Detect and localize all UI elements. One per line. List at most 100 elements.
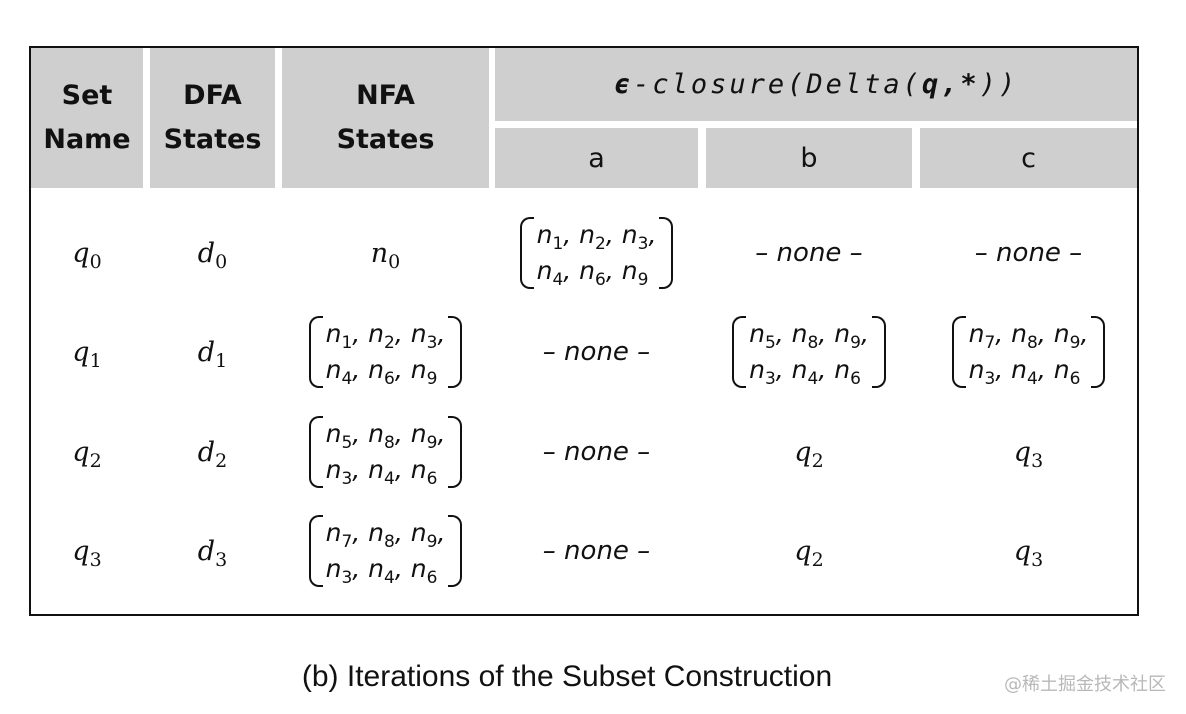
state-subscript: 6: [1069, 369, 1081, 389]
state-subscript: 4: [341, 369, 353, 389]
separator: ,: [352, 419, 369, 448]
left-brace: [308, 316, 323, 388]
math-symbol: q3: [1014, 536, 1043, 570]
state-subscript: 9: [1069, 333, 1081, 353]
math-symbol: q3: [1014, 437, 1043, 471]
table-cell-nfa: n0: [282, 208, 489, 298]
state-base: n: [536, 220, 553, 249]
table-cell-dfa: d0: [150, 208, 275, 298]
separator: ,: [394, 455, 411, 484]
separator: ,: [648, 220, 657, 249]
symbol-subscript: 2: [811, 449, 824, 472]
state-base: n: [621, 220, 638, 249]
table-cell-c: q3: [920, 506, 1137, 596]
state-base: n: [410, 455, 427, 484]
separator: ,: [352, 355, 369, 384]
figure-caption: (b) Iterations of the Subset Constructio…: [301, 660, 833, 693]
state-base: n: [579, 220, 596, 249]
state-subscript: 2: [595, 234, 606, 254]
table-cell-set: q1: [31, 307, 143, 397]
state-base: n: [410, 355, 427, 384]
state-subscript: 9: [426, 369, 438, 389]
state-base: n: [325, 355, 342, 384]
header-set-name-line: Set: [61, 80, 113, 111]
closure-argument: q,*: [921, 69, 980, 100]
state-subscript: 3: [426, 333, 438, 353]
state-subscript: 8: [384, 532, 395, 552]
state-set-line: n3, n4, n6: [749, 352, 869, 388]
header-dfa-states-line: States: [163, 124, 262, 155]
separator: ,: [394, 554, 411, 583]
state-set: n7, n8, n9, n3, n4, n6: [308, 515, 463, 588]
state-subscript: 3: [764, 369, 776, 389]
state-base: n: [1011, 319, 1028, 348]
table-cell-b: n5, n8, n9, n3, n4, n6: [706, 307, 912, 397]
symbol-subscript: 1: [215, 349, 228, 372]
header-symbol-c: c: [920, 128, 1137, 188]
separator: ,: [860, 319, 869, 348]
symbol-subscript: 2: [89, 449, 102, 472]
state-set-line: n7, n8, n9,: [326, 515, 446, 551]
header-nfa-states-line: NFA: [356, 80, 415, 111]
state-set-line: n3, n4, n6: [969, 352, 1089, 388]
state-base: n: [621, 256, 638, 285]
header-symbol-b: b: [706, 128, 912, 188]
separator: ,: [1037, 355, 1054, 384]
state-base: n: [368, 554, 385, 583]
state-base: n: [968, 319, 985, 348]
state-subscript: 2: [384, 333, 395, 353]
state-base: n: [1053, 319, 1070, 348]
state-base: n: [410, 554, 427, 583]
epsilon-closure-title: ϵ-closure(Delta(q,*)): [614, 69, 1018, 100]
symbol-base: q: [72, 237, 90, 269]
state-subscript: 1: [341, 333, 353, 353]
math-symbol: d1: [198, 337, 227, 371]
separator: ,: [605, 256, 622, 285]
header-dfa-states-line: DFA: [183, 80, 242, 111]
symbol-subscript: 1: [89, 349, 102, 372]
separator: ,: [394, 518, 411, 547]
separator: ,: [437, 419, 446, 448]
state-set: n5, n8, n9, n3, n4, n6: [308, 416, 463, 488]
table-cell-c: n7, n8, n9, n3, n4, n6: [920, 307, 1137, 397]
state-set-line: n1, n2, n3,: [326, 316, 446, 352]
symbol-base: q: [72, 535, 90, 567]
epsilon-symbol: ϵ: [613, 69, 634, 100]
separator: ,: [352, 518, 369, 547]
symbol-base: n: [370, 237, 389, 269]
state-set: n7, n8, n9, n3, n4, n6: [951, 316, 1106, 388]
table-cell-c: – none –: [920, 208, 1137, 298]
symbol-base: q: [72, 436, 90, 468]
state-subscript: 4: [384, 568, 395, 588]
right-brace: [448, 316, 463, 388]
header-epsilon-closure: ϵ-closure(Delta(q,*)): [495, 48, 1137, 121]
separator: ,: [1037, 319, 1054, 348]
state-subscript: 5: [764, 333, 776, 353]
left-brace: [951, 316, 966, 388]
symbol-base: q: [72, 336, 90, 368]
state-set-line: n4, n6, n9: [537, 253, 657, 289]
closure-prefix: -closure(Delta(: [633, 69, 922, 100]
state-set-line: n3, n4, n6: [326, 452, 446, 488]
table-cell-b: q2: [706, 506, 912, 596]
symbol-base: q: [794, 535, 812, 567]
state-base: n: [368, 455, 385, 484]
symbol-subscript: 0: [215, 250, 228, 273]
left-brace: [308, 416, 323, 488]
symbol-subscript: 3: [1031, 449, 1044, 472]
state-subscript: 9: [426, 532, 438, 552]
state-subscript: 3: [984, 369, 996, 389]
header-symbol-label: c: [1021, 142, 1036, 174]
state-base: n: [368, 355, 385, 384]
state-base: n: [325, 319, 342, 348]
separator: ,: [818, 355, 835, 384]
table-cell-c: q3: [920, 407, 1137, 497]
state-subscript: 8: [384, 433, 395, 453]
table-cell-b: – none –: [706, 208, 912, 298]
math-symbol: q2: [72, 436, 101, 471]
header-symbol-label: b: [800, 142, 818, 174]
state-base: n: [368, 319, 385, 348]
state-subscript: 6: [426, 568, 438, 588]
separator: ,: [563, 256, 580, 285]
